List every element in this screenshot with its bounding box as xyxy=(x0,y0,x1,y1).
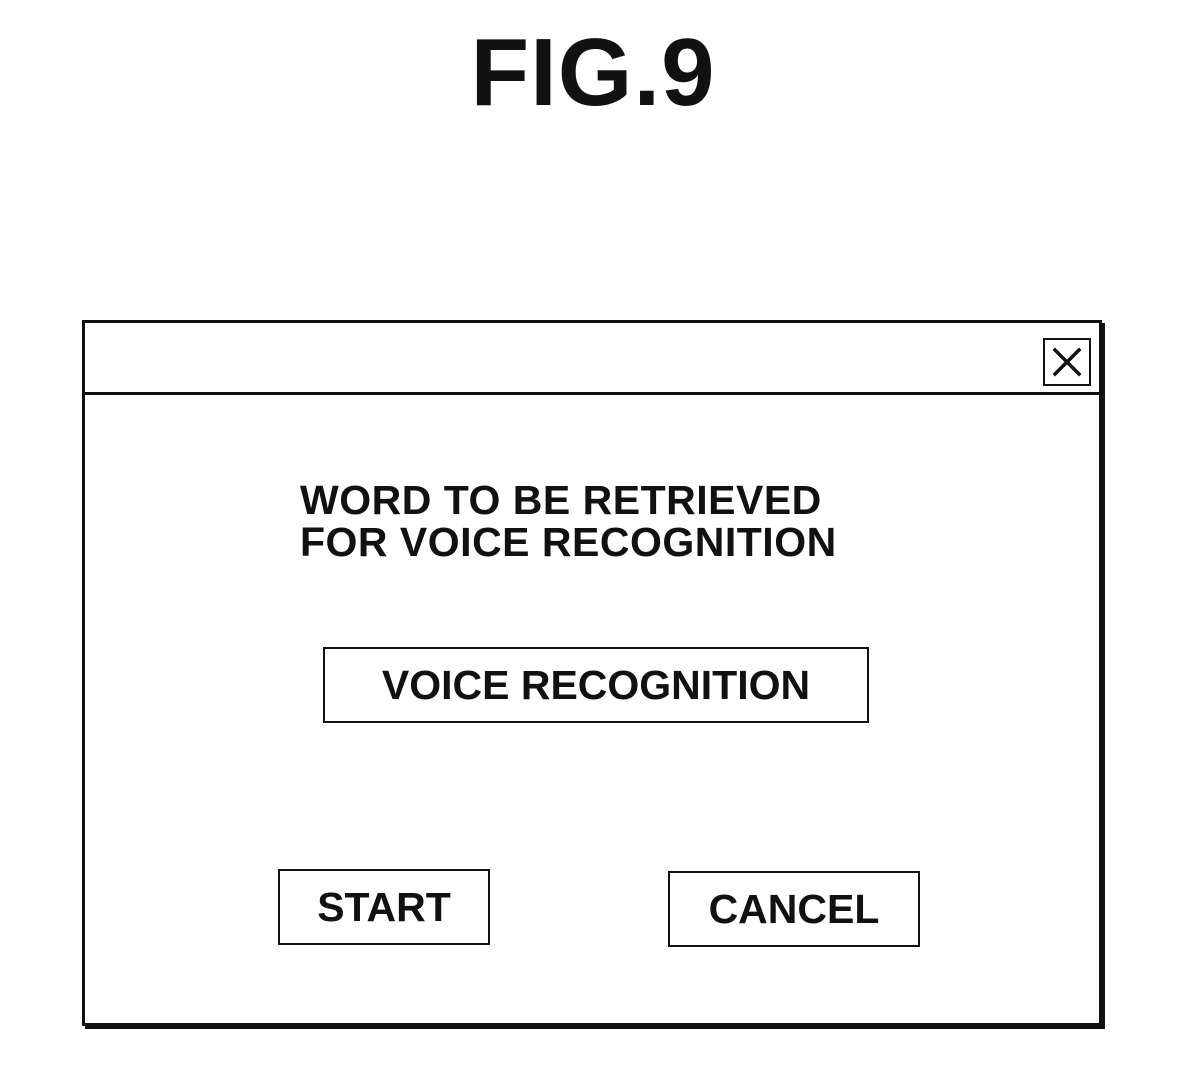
recognized-word-field[interactable]: VOICE RECOGNITION xyxy=(323,647,869,723)
voice-search-dialog: WORD TO BE RETRIEVED FOR VOICE RECOGNITI… xyxy=(82,320,1102,1026)
close-icon xyxy=(1051,346,1083,378)
prompt-line-2: FOR VOICE RECOGNITION xyxy=(300,521,940,563)
dialog-title-bar xyxy=(85,323,1099,395)
start-button[interactable]: START xyxy=(278,869,490,945)
close-button[interactable] xyxy=(1043,338,1091,386)
prompt-line-1: WORD TO BE RETRIEVED xyxy=(300,479,940,521)
figure-title: FIG.9 xyxy=(0,18,1186,128)
prompt-label: WORD TO BE RETRIEVED FOR VOICE RECOGNITI… xyxy=(300,479,940,563)
cancel-button[interactable]: CANCEL xyxy=(668,871,920,947)
